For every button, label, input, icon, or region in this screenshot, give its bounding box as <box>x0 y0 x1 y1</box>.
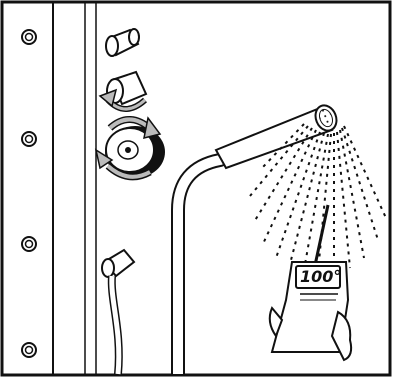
body-jet-icon <box>22 343 36 357</box>
thermometer-reading: 100° <box>300 267 338 287</box>
body-jet-icon <box>22 30 36 44</box>
body-jet-icon <box>22 237 36 251</box>
body-jet-icon <box>22 132 36 146</box>
